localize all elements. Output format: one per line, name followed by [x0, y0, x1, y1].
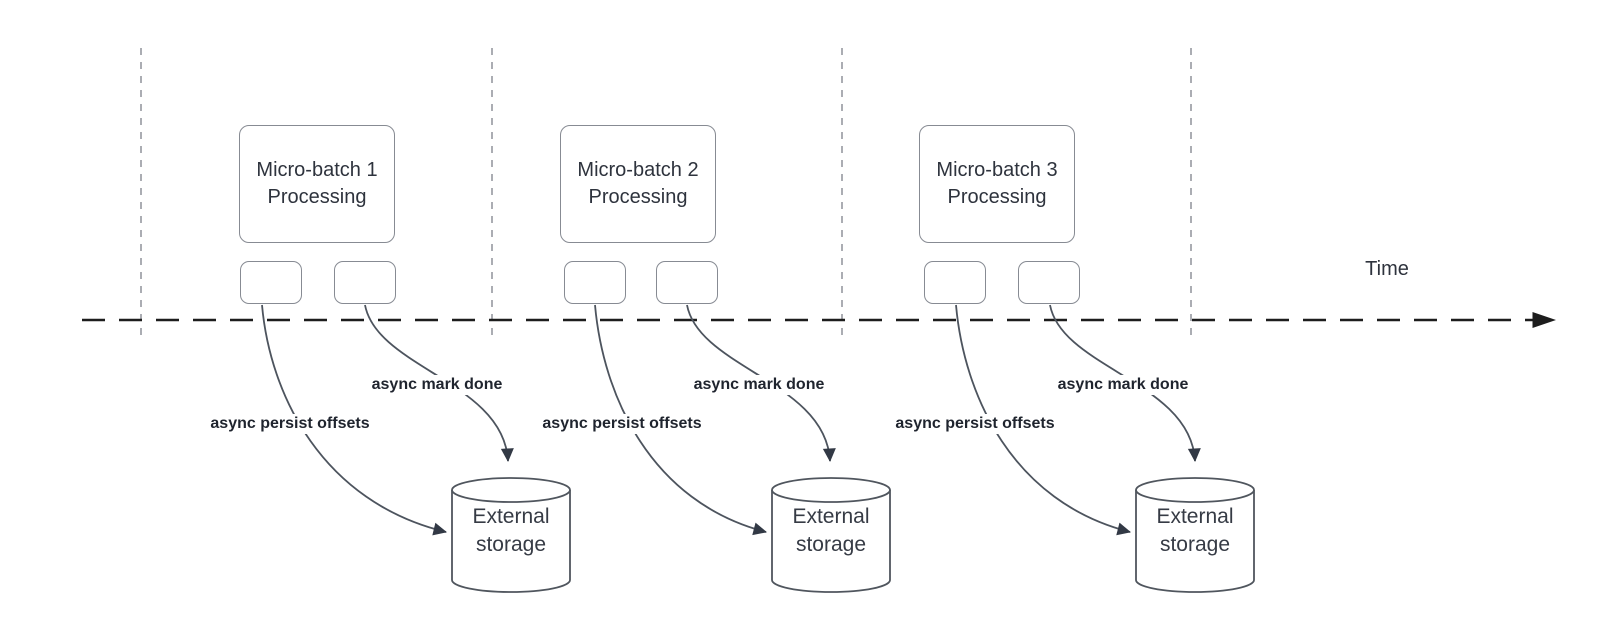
persist-offsets-curve-1 [261, 304, 447, 536]
external-storage-label-1: External storage [452, 503, 570, 559]
process-box-title-line2: Processing [947, 186, 1047, 208]
process-box-title-line1: Micro-batch 1 [256, 159, 378, 181]
persist-offsets-label-1: async persist offsets [206, 414, 374, 434]
task-slot-1b [334, 261, 396, 304]
process-box-micro-batch-2: Micro-batch 2 Processing [560, 125, 716, 243]
process-box-title-line2: Processing [267, 186, 367, 208]
task-slot-3a [924, 261, 986, 304]
database-cylinder-icon-1 [451, 477, 571, 593]
storage-label-line1: External [472, 505, 550, 528]
storage-label-line2: storage [1159, 533, 1231, 556]
process-box-title-line2: Processing [588, 186, 688, 208]
persist-offsets-label-3: async persist offsets [891, 414, 1059, 434]
database-cylinder-icon-3 [1135, 477, 1255, 593]
persist-offsets-curve-3 [955, 304, 1131, 536]
storage-label-line2: storage [475, 533, 547, 556]
time-axis-label: Time [1365, 258, 1409, 280]
persist-offsets-curve-2 [594, 304, 767, 536]
process-box-micro-batch-1: Micro-batch 1 Processing [239, 125, 395, 243]
storage-label-line2: storage [795, 533, 867, 556]
database-cylinder-icon-2 [771, 477, 891, 593]
process-box-micro-batch-3: Micro-batch 3 Processing [919, 125, 1075, 243]
mark-done-label-1: async mark done [367, 375, 507, 395]
process-box-title-line1: Micro-batch 3 [936, 159, 1058, 181]
storage-label-line1: External [1156, 505, 1234, 528]
task-slot-2b [656, 261, 718, 304]
task-slot-2a [564, 261, 626, 304]
process-box-title-line1: Micro-batch 2 [577, 159, 699, 181]
mark-done-label-2: async mark done [689, 375, 829, 395]
task-slot-1a [240, 261, 302, 304]
persist-offsets-label-2: async persist offsets [538, 414, 706, 434]
external-storage-label-2: External storage [772, 503, 890, 559]
mark-done-label-3: async mark done [1053, 375, 1193, 395]
external-storage-label-3: External storage [1136, 503, 1254, 559]
task-slot-3b [1018, 261, 1080, 304]
storage-label-line1: External [792, 505, 870, 528]
